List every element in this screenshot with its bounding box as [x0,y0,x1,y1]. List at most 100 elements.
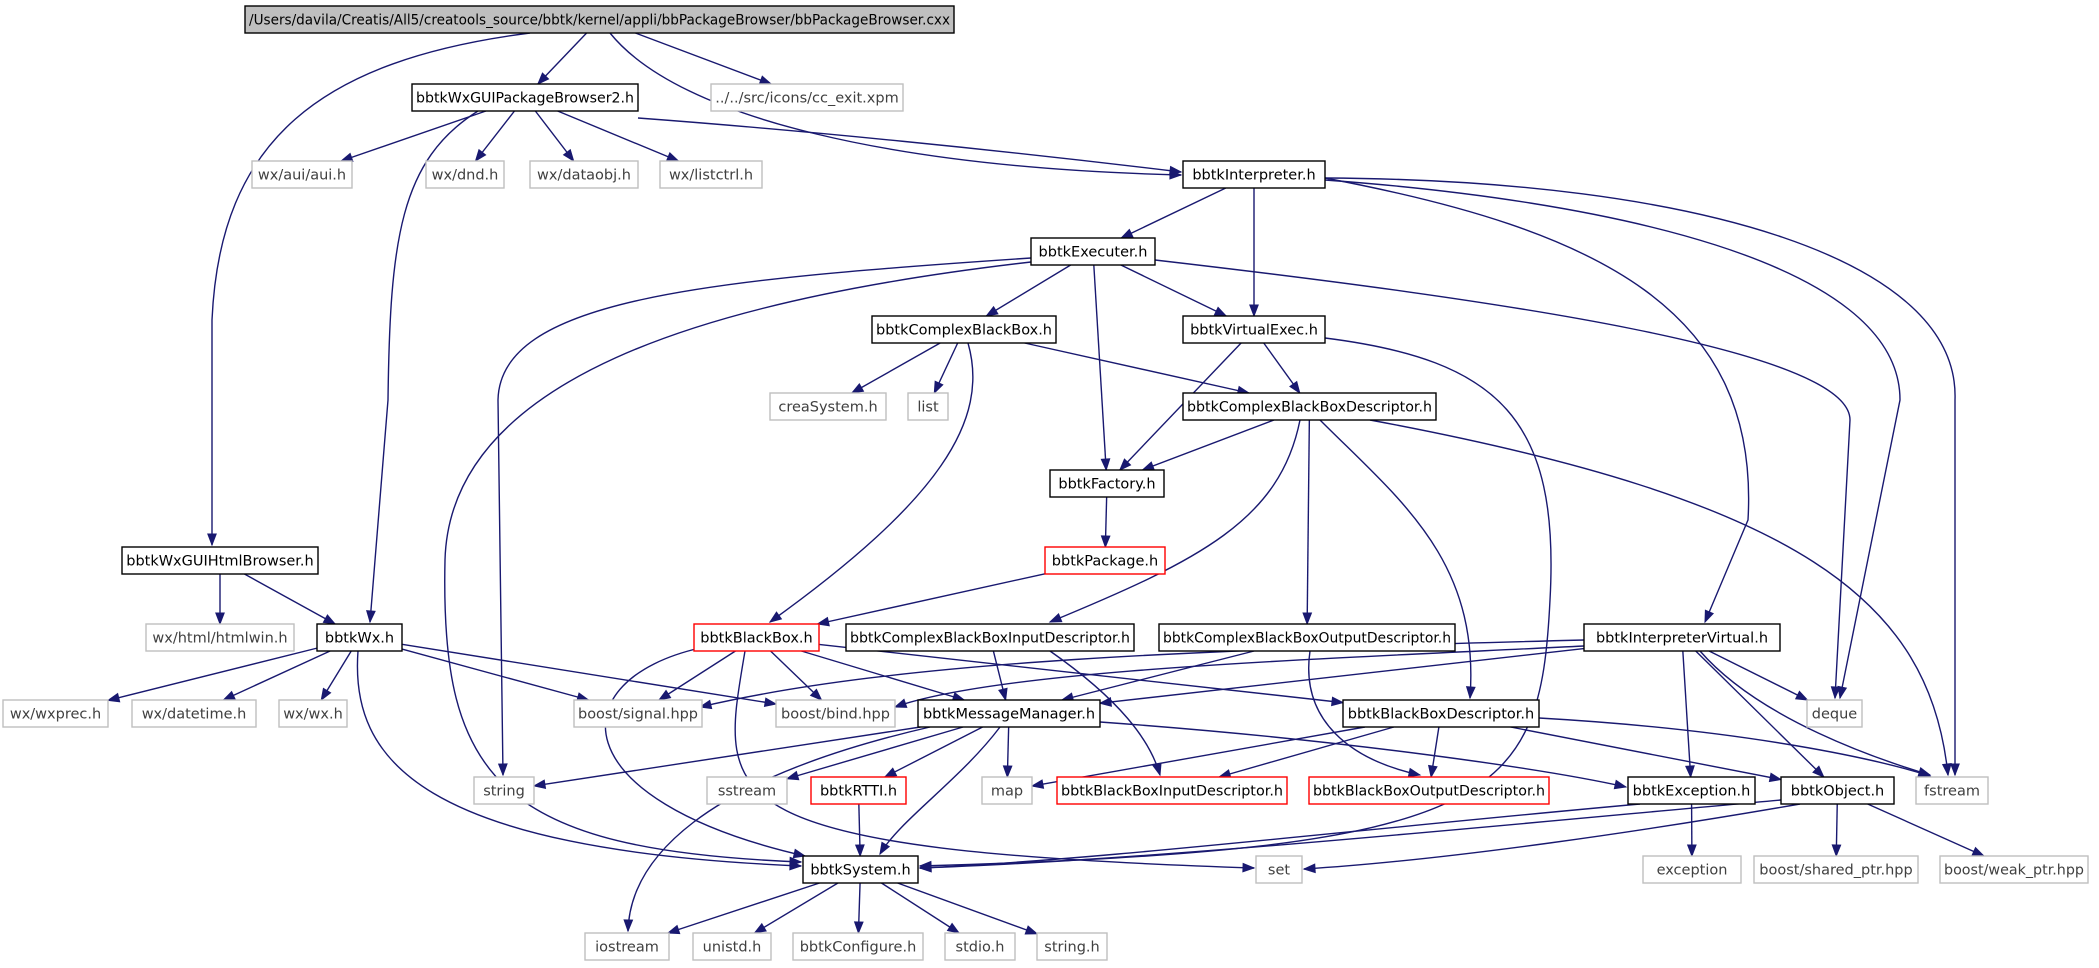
node-label: list [917,400,939,416]
node-cbboutdesc[interactable]: bbtkComplexBlackBoxOutputDescriptor.h [1158,623,1456,652]
node-box [411,83,639,112]
node-label: sstream [718,784,776,800]
node-bboutdesc[interactable]: bbtkBlackBoxOutputDescriptor.h [1308,776,1550,805]
edge-system-to-unistd [753,882,839,934]
node-label: wx/listctrl.h [669,168,753,184]
node-label: bbtkBlackBox.h [700,631,812,647]
edge-object-to-weakptr [1867,803,1986,857]
node-box [1182,392,1437,421]
node-label: bbtkConfigure.h [800,940,917,956]
node-wxwx: wx/wx.h [278,699,348,728]
node-label: bbtkVirtualExec.h [1190,323,1318,339]
node-label: bbtkExecuter.h [1039,245,1148,261]
node-label: bbtkInterpreterVirtual.h [1596,631,1768,647]
node-complexbb[interactable]: bbtkComplexBlackBox.h [871,315,1057,344]
edge-wxhtml-to-bbtkwx [244,573,337,625]
node-box [706,776,788,805]
node-label: bbtkObject.h [1791,784,1885,800]
edge-bbtkwx-to-system [356,650,803,871]
node-exception-h[interactable]: bbtkException.h [1627,776,1756,805]
node-label: stdio.h [956,940,1005,956]
node-box [1806,699,1863,728]
node-factory[interactable]: bbtkFactory.h [1049,469,1165,498]
node-label: wx/wxprec.h [10,707,101,723]
node-bbtkwx[interactable]: bbtkWx.h [316,623,403,652]
edge-bbdesc-to-object [1510,726,1783,783]
edges-layer [106,32,1986,935]
edge-system-to-iostream [666,882,820,935]
node-virtualexec[interactable]: bbtkVirtualExec.h [1182,315,1326,344]
node-deque: deque [1806,699,1863,728]
node-bbindesc[interactable]: bbtkBlackBoxInputDescriptor.h [1056,776,1288,805]
node-label: bbtkFactory.h [1058,477,1155,493]
node-box [1049,469,1165,498]
edge-factory-to-package [1100,496,1111,549]
node-label: wx/datetime.h [142,707,247,723]
node-box [1056,776,1288,805]
edge-interpvirt-to-exception_h [1682,650,1695,779]
node-box [944,932,1016,961]
node-wxdataobj: wx/dataobj.h [529,160,639,189]
node-system[interactable]: bbtkSystem.h [802,855,919,884]
edge-msgmgr-to-iostream [623,726,931,933]
node-cbbindesc[interactable]: bbtkComplexBlackBoxInputDescriptor.h [845,623,1135,652]
node-box [1182,160,1326,189]
node-executer[interactable]: bbtkExecuter.h [1030,237,1156,266]
node-box [802,855,919,884]
edge-executer-to-system [444,261,1032,867]
node-box [573,699,703,728]
node-label: wx/dnd.h [432,168,499,184]
node-label: wx/aui/aui.h [258,168,346,184]
node-cbbdesc[interactable]: bbtkComplexBlackBoxDescriptor.h [1182,392,1437,421]
node-set: set [1255,855,1303,884]
node-box [871,315,1057,344]
node-label: bbtkSystem.h [810,863,910,879]
node-box [2,699,109,728]
node-msgmgr[interactable]: bbtkMessageManager.h [917,699,1101,728]
node-box [145,623,295,652]
node-root[interactable]: /Users/davila/Creatis/All5/creatools_sou… [244,5,955,34]
node-label: ../../src/icons/cc_exit.xpm [715,91,898,107]
edge-wxguipb2-to-wxaui [339,110,487,162]
edge-msgmgr-to-sstream [785,726,964,781]
node-wxguipb2[interactable]: bbtkWxGUIPackageBrowser2.h [411,83,639,112]
node-sstream: sstream [706,776,788,805]
node-package[interactable]: bbtkPackage.h [1044,546,1166,575]
node-box [251,160,353,189]
node-blackbox[interactable]: bbtkBlackBox.h [693,623,820,652]
edge-object-to-system [918,799,1782,873]
edge-cbbdesc-to-factory [1141,419,1275,471]
node-box [907,392,949,421]
edge-cbbdesc-to-cbbindesc [1048,419,1301,623]
node-wxhtml[interactable]: bbtkWxGUIHtmlBrowser.h [121,546,319,575]
node-box [1255,855,1303,884]
edge-rtti-to-system [854,803,865,858]
node-box [473,776,535,805]
edge-bbtkwx-to-wxprec [106,647,318,703]
node-box [845,623,1135,652]
edge-bbtkwx-to-boostbind [401,643,778,708]
node-box [121,546,319,575]
edge-msgmgr-to-rtti [883,726,983,778]
node-label: bbtkComplexBlackBoxOutputDescriptor.h [1163,631,1451,647]
node-box [775,699,896,728]
node-list: list [907,392,949,421]
node-rtti[interactable]: bbtkRTTI.h [810,776,907,805]
node-box [584,932,670,961]
node-interpvirt[interactable]: bbtkInterpreterVirtual.h [1583,623,1781,652]
node-interp[interactable]: bbtkInterpreter.h [1182,160,1326,189]
node-object[interactable]: bbtkObject.h [1780,776,1895,805]
node-label: /Users/davila/Creatis/All5/creatools_sou… [249,13,950,29]
node-box [244,5,955,34]
node-label: wx/wx.h [283,707,343,723]
node-label: bbtkComplexBlackBoxInputDescriptor.h [850,631,1130,647]
node-box [1030,237,1156,266]
edge-cbbdesc-to-bbdesc [1319,419,1476,700]
edge-complexbb-to-cbbdesc [1024,342,1251,396]
node-label: bbtkComplexBlackBox.h [876,323,1052,339]
edge-wxguipb2-to-bbtkwx [366,110,479,624]
edge-system-to-stdio [881,882,961,934]
node-bbdesc[interactable]: bbtkBlackBoxDescriptor.h [1342,699,1540,728]
node-label: bbtkWxGUIHtmlBrowser.h [126,554,314,570]
